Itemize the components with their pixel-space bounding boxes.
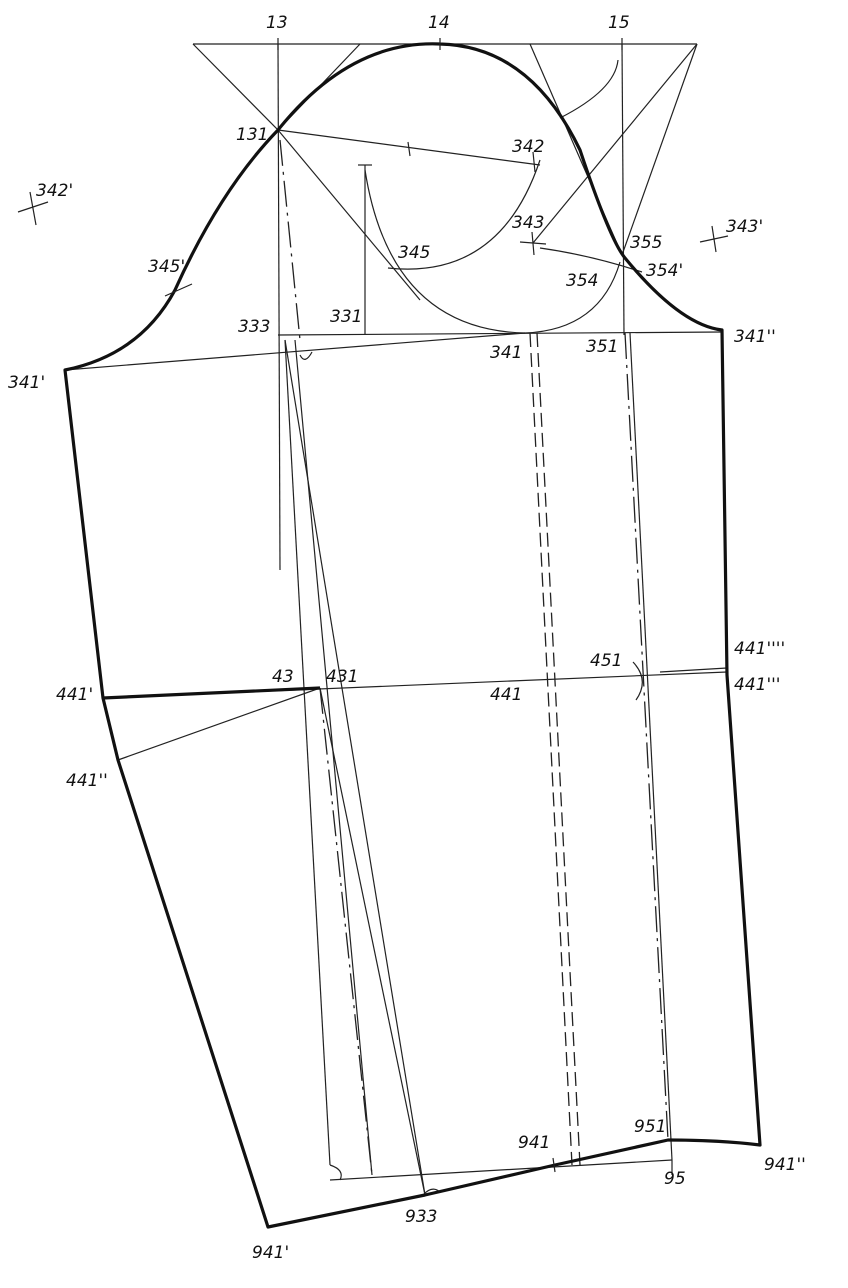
center-lines <box>279 139 669 1176</box>
label-14: 14 <box>428 13 450 33</box>
label-933: 933 <box>405 1207 437 1227</box>
label-341-prime: 341' <box>8 373 45 393</box>
label-451: 451 <box>590 651 622 671</box>
label-341-double-prime: 341'' <box>734 327 776 347</box>
label-341: 341 <box>490 343 522 363</box>
label-354: 354 <box>566 271 598 291</box>
sleeve-outline <box>63 42 762 1229</box>
label-941: 941 <box>518 1133 550 1153</box>
label-355: 355 <box>630 233 662 253</box>
label-95: 95 <box>664 1169 686 1189</box>
label-941-double-prime: 941'' <box>764 1155 806 1175</box>
label-941-prime: 941' <box>252 1243 289 1263</box>
label-15: 15 <box>608 13 630 33</box>
label-431: 431 <box>326 667 358 687</box>
label-345-prime: 345' <box>148 257 185 277</box>
label-354-prime: 354' <box>646 261 683 281</box>
label-343: 343 <box>512 213 544 233</box>
label-951: 951 <box>634 1117 666 1137</box>
construction-lines <box>64 43 728 1196</box>
label-351: 351 <box>586 337 618 357</box>
label-441-quad-prime: 441'''' <box>734 639 785 659</box>
label-331: 331 <box>330 307 362 327</box>
label-342: 342 <box>512 137 544 157</box>
label-13: 13 <box>266 13 288 33</box>
label-333: 333 <box>238 317 270 337</box>
point-labels: 13 14 15 131 342 342' 343 343' 345 345' … <box>8 13 806 1263</box>
label-342-prime: 342' <box>36 181 73 201</box>
label-441: 441 <box>490 685 522 705</box>
label-441-triple-prime: 441''' <box>734 675 780 695</box>
label-131: 131 <box>236 125 268 145</box>
label-441-prime: 441' <box>56 685 93 705</box>
label-343-prime: 343' <box>726 217 763 237</box>
label-345: 345 <box>398 243 430 263</box>
cross-marks <box>17 38 729 1173</box>
label-43: 43 <box>272 667 294 687</box>
label-441-double-prime: 441'' <box>66 771 108 791</box>
